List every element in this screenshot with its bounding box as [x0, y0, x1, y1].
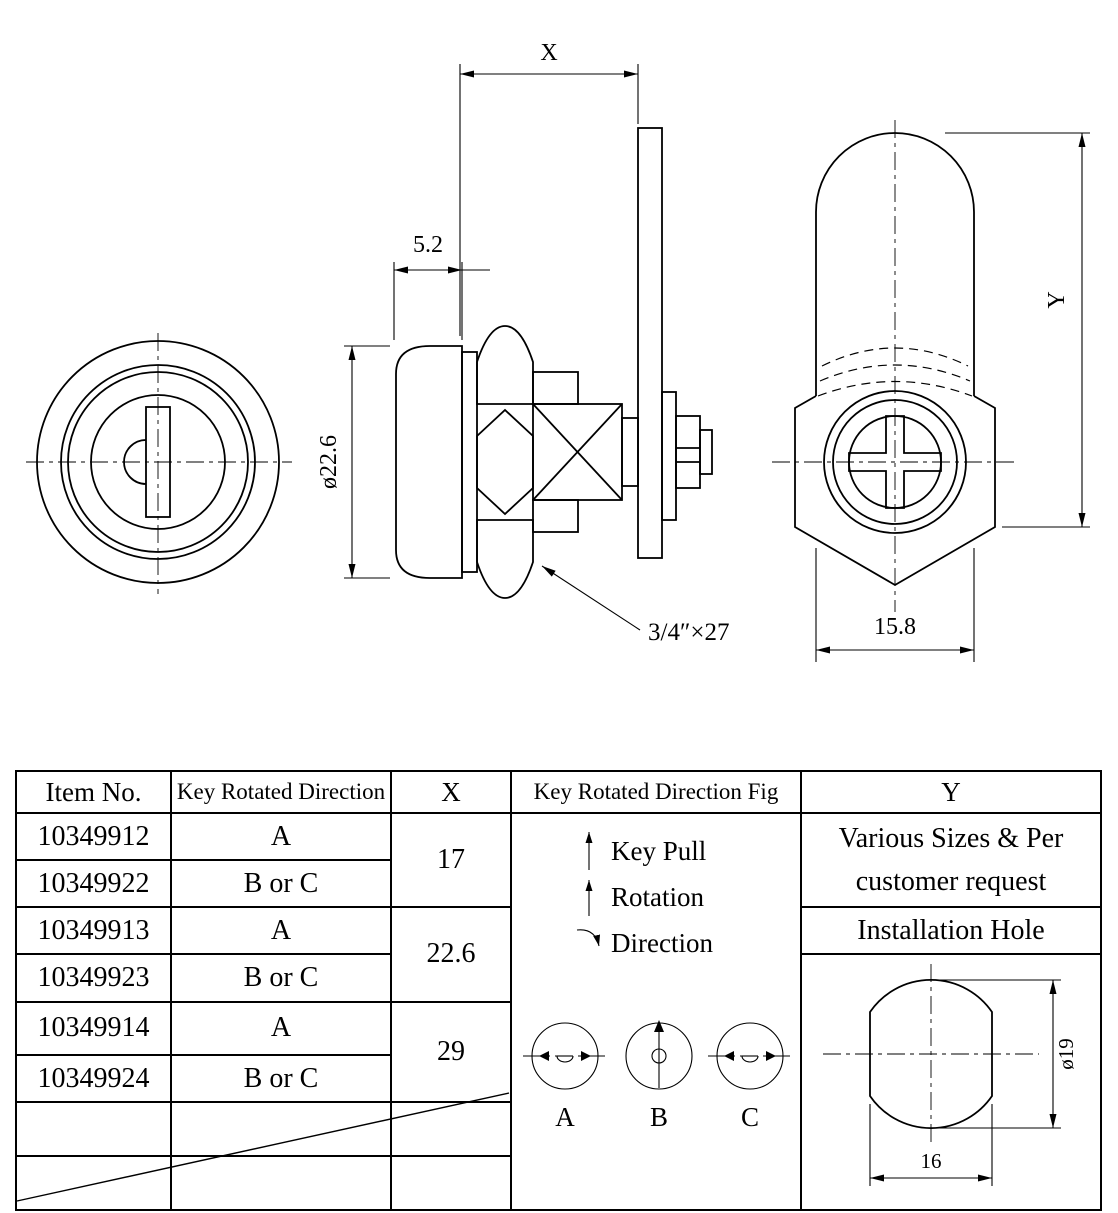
dim-body-width: 15.8 — [874, 614, 916, 640]
header-item-no: Item No. — [15, 770, 172, 814]
diagram-label-b: B — [650, 1102, 668, 1132]
key-direction-figure: Key Pull Rotation Direction — [523, 832, 792, 1132]
direction-diagram-c — [708, 1022, 792, 1090]
header-y: Y — [800, 770, 1102, 814]
dim-cap-thickness: 5.2 — [413, 232, 443, 258]
installation-hole-cell: ø19 16 — [800, 953, 1102, 1211]
item-number: 10349923 — [15, 953, 172, 1003]
key-direction: B or C — [170, 1054, 392, 1103]
cam-lock-drawing: X 5.2 ø22.6 — [26, 40, 1090, 662]
legend-key-pull: Key Pull — [611, 836, 706, 866]
item-number: 10349914 — [15, 1000, 172, 1057]
key-direction: A — [170, 812, 392, 861]
front-view — [26, 333, 292, 594]
dim-hole-diameter: ø19 — [1054, 1038, 1078, 1070]
empty-cell — [170, 1101, 392, 1157]
direction-arc-icon — [576, 929, 601, 947]
dim-y-label: Y — [1044, 291, 1070, 308]
header-fig: Key Rotated Direction Fig — [510, 770, 802, 814]
diagram-label-c: C — [741, 1102, 759, 1132]
x-value: 17 — [390, 812, 512, 908]
side-view: X 5.2 ø22.6 — [316, 40, 729, 646]
spec-table: Item No. Key Rotated Direction X Key Rot… — [15, 770, 1102, 1211]
key-direction: A — [170, 905, 392, 956]
direction-diagram-a — [523, 1022, 607, 1090]
thread-spec-label: 3/4″×27 — [648, 619, 729, 646]
item-number: 10349912 — [15, 812, 172, 861]
diagram-label-a: A — [555, 1102, 575, 1132]
item-number: 10349922 — [15, 859, 172, 908]
legend-direction: Direction — [611, 928, 713, 958]
item-number: 10349913 — [15, 905, 172, 956]
legend-rotation: Rotation — [611, 882, 704, 912]
empty-cell — [390, 1155, 512, 1211]
item-number: 10349924 — [15, 1054, 172, 1103]
y-description-line1: Various Sizes & Per — [838, 822, 1064, 854]
y-description-line2: customer request — [855, 866, 1047, 897]
key-direction: A — [170, 1000, 392, 1057]
empty-cell — [15, 1101, 172, 1157]
phillips-cross — [848, 415, 942, 509]
dim-face-diameter: ø22.6 — [316, 435, 342, 489]
direction-diagram-b — [625, 1020, 693, 1090]
x-value: 22.6 — [390, 906, 512, 1003]
installation-hole-label: Installation Hole — [800, 905, 1102, 956]
dim-hole-width: 16 — [921, 1149, 942, 1173]
installation-hole-drawing: ø19 16 — [823, 963, 1078, 1186]
rear-view: Y 15.8 — [772, 120, 1090, 662]
y-description-cell: Various Sizes & Per customer request — [800, 812, 1102, 908]
dim-x-label: X — [540, 40, 557, 66]
empty-cell — [15, 1155, 172, 1211]
empty-cell — [390, 1101, 512, 1157]
header-x: X — [390, 770, 512, 814]
empty-cell — [170, 1155, 392, 1211]
header-key-direction: Key Rotated Direction — [170, 770, 392, 814]
key-direction-figure-cell: Key Pull Rotation Direction — [510, 812, 802, 1211]
key-direction: B or C — [170, 953, 392, 1003]
x-value: 29 — [390, 1000, 512, 1104]
key-direction: B or C — [170, 859, 392, 908]
